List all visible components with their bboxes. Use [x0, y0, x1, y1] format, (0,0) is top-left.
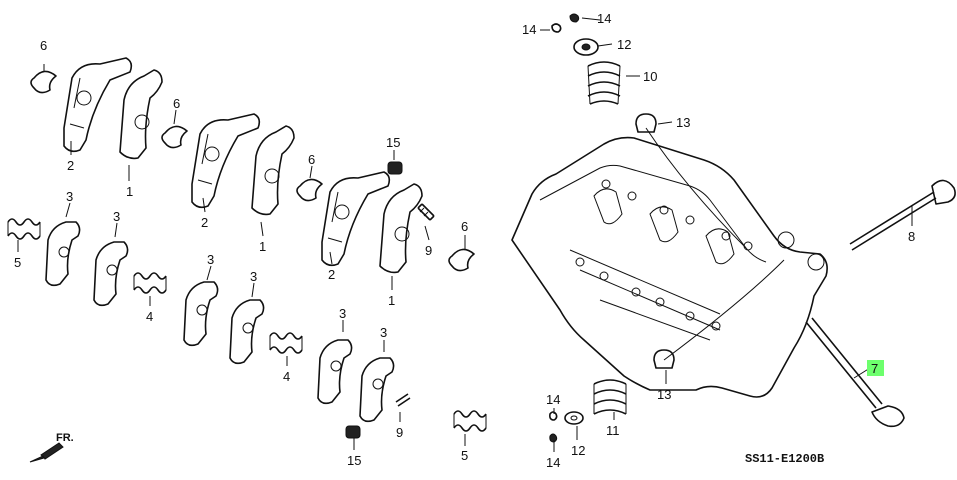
- callout-1b: 1: [259, 239, 266, 254]
- cap-part-15a: [387, 161, 403, 175]
- callout-3d: 3: [250, 269, 257, 284]
- clip-part-6d: [448, 248, 475, 272]
- cap-part-15b: [345, 425, 361, 439]
- rocker-arm-part-1c: [379, 183, 423, 274]
- callout-14a: 14: [522, 22, 536, 37]
- rocker-arm-part-3e: [317, 339, 353, 405]
- bolt-part-9b: [395, 393, 411, 407]
- callout-12a: 12: [617, 37, 631, 52]
- callout-2b: 2: [201, 215, 208, 230]
- valve-spring-part-11: [593, 379, 627, 415]
- callout-13b: 13: [657, 387, 671, 402]
- callout-14c: 14: [546, 392, 560, 407]
- clip-part-6b: [161, 125, 188, 149]
- diagram-code: SS11-E1200B: [745, 452, 824, 466]
- callout-1a: 1: [126, 184, 133, 199]
- rocker-arm-part-1b: [251, 125, 295, 216]
- valve-part-8: [849, 179, 956, 251]
- bolt-part-9a: [417, 203, 435, 221]
- rocker-arm-part-3d: [229, 299, 265, 365]
- spring-part-4a: [133, 272, 167, 294]
- rocker-arm-part-3b: [93, 241, 129, 307]
- valve-spring-part-10: [587, 61, 621, 105]
- rocker-arm-part-3c: [183, 281, 219, 347]
- callout-3f: 3: [380, 325, 387, 340]
- rocker-arm-part-2a: [63, 57, 133, 153]
- rocker-arm-part-2c: [321, 171, 391, 267]
- callout-7-highlight: [867, 360, 884, 376]
- callout-15b: 15: [347, 453, 361, 468]
- callout-3b: 3: [113, 209, 120, 224]
- callout-7: 7: [871, 361, 878, 376]
- rocker-arm-part-1a: [119, 69, 163, 160]
- callout-6d: 6: [461, 219, 468, 234]
- seal-part-13b: [653, 349, 675, 369]
- leader-lines: [17, 17, 913, 452]
- callout-14d: 14: [546, 455, 560, 470]
- callout-4b: 4: [283, 369, 290, 384]
- valve-part-7: [805, 317, 905, 428]
- front-direction-arrow: FR.: [29, 432, 74, 463]
- spring-part-4b: [269, 332, 303, 354]
- retainer-part-12a: [573, 38, 599, 56]
- front-direction-label: FR.: [56, 432, 74, 444]
- callout-2a: 2: [67, 158, 74, 173]
- keeper-part-14a: [551, 23, 562, 33]
- callout-6c: 6: [308, 152, 315, 167]
- rocker-arm-part-3f: [359, 357, 395, 423]
- callout-5a: 5: [14, 255, 21, 270]
- rocker-arm-part-3a: [45, 221, 81, 287]
- callout-14b: 14: [597, 11, 611, 26]
- callout-15a: 15: [386, 135, 400, 150]
- clip-part-6c: [296, 178, 323, 202]
- keeper-part-14d: [549, 433, 558, 443]
- clip-part-6a: [30, 70, 57, 94]
- callout-9a: 9: [425, 243, 432, 258]
- callout-13a: 13: [676, 115, 690, 130]
- seal-part-13a: [635, 113, 657, 133]
- cylinder-head-part: [511, 136, 828, 398]
- callout-2c: 2: [328, 267, 335, 282]
- callout-3c: 3: [207, 252, 214, 267]
- callout-3a: 3: [66, 189, 73, 204]
- retainer-part-12b: [564, 411, 584, 425]
- callout-12b: 12: [571, 443, 585, 458]
- callout-9b: 9: [396, 425, 403, 440]
- callout-11: 11: [606, 423, 620, 438]
- callout-3e: 3: [339, 306, 346, 321]
- keeper-part-14b: [569, 13, 580, 23]
- callout-10: 10: [643, 69, 657, 84]
- callout-8: 8: [908, 229, 915, 244]
- callout-6b: 6: [173, 96, 180, 111]
- callout-1c: 1: [388, 293, 395, 308]
- callout-6a: 6: [40, 38, 47, 53]
- spring-part-5a: [7, 218, 41, 240]
- callout-4a: 4: [146, 309, 153, 324]
- callout-5b: 5: [461, 448, 468, 463]
- keeper-part-14c: [549, 411, 558, 421]
- rocker-arm-part-2b: [191, 113, 261, 209]
- spring-part-5b: [453, 410, 487, 432]
